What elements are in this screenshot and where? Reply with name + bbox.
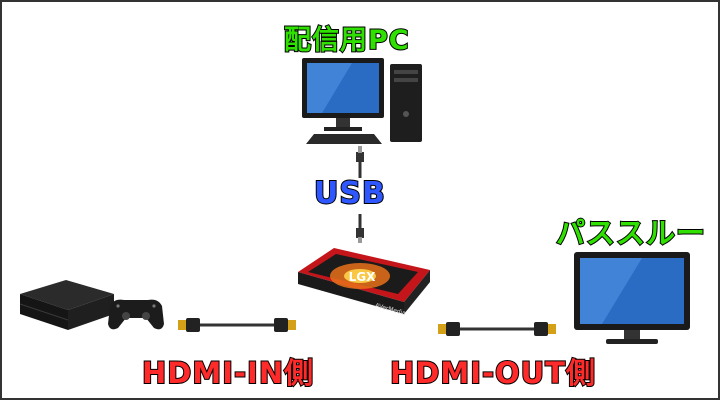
capture-logo: LGX	[349, 270, 376, 284]
usb-label: USB	[313, 175, 386, 212]
console-icon	[19, 280, 114, 330]
controller-icon	[108, 299, 164, 330]
pc-label: 配信用PC	[283, 24, 410, 57]
desktop-pc-icon	[302, 58, 422, 144]
hdmi-cable-icon	[438, 322, 556, 336]
hdmi-in-label: HDMI-IN側	[141, 355, 315, 391]
passthrough-label: パススルー	[555, 215, 707, 251]
hdmi-cable-icon	[178, 318, 296, 332]
usb-cable-icon	[356, 146, 364, 243]
capture-box-icon: LGX AVerMedia	[298, 248, 430, 317]
monitor-icon	[574, 252, 690, 344]
hdmi-out-label: HDMI-OUT側	[389, 355, 597, 391]
